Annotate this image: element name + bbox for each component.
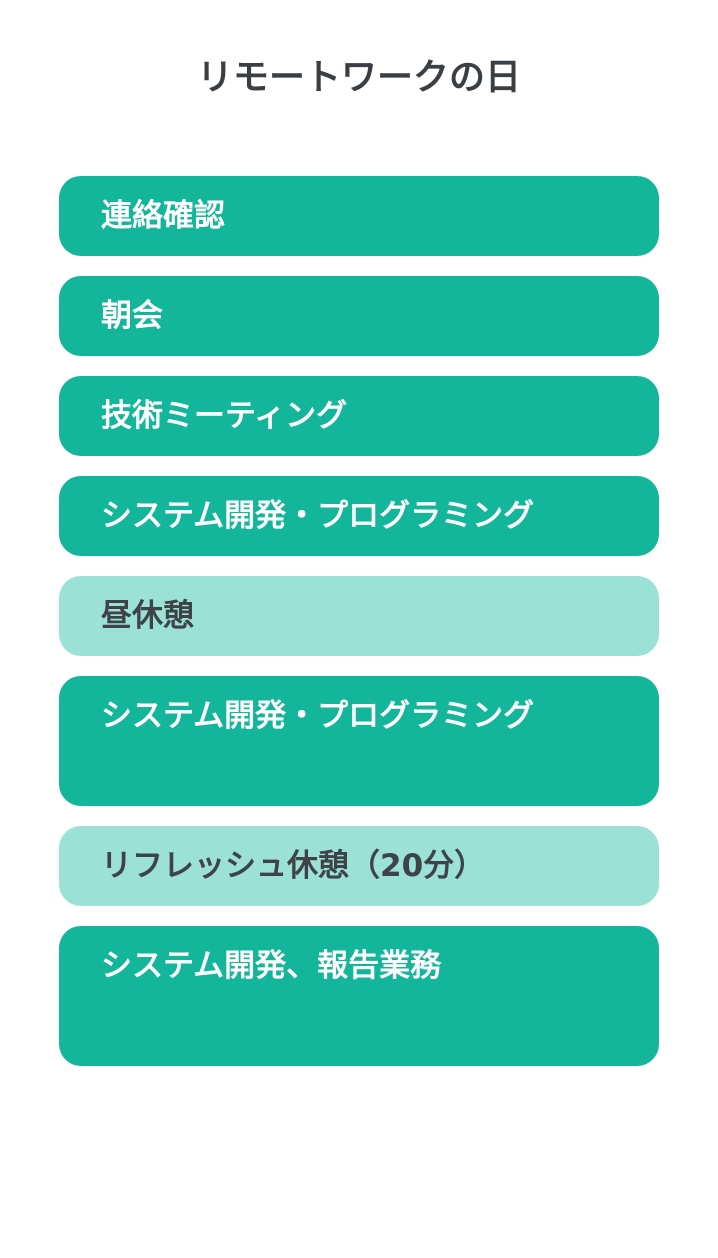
schedule-item-morning-meeting: 朝会 <box>59 276 659 356</box>
schedule-item-label: システム開発、報告業務 <box>101 948 442 984</box>
schedule-list: 連絡確認 朝会 技術ミーティング システム開発・プログラミング 昼休憩 システム… <box>59 176 659 1086</box>
schedule-item-label: 昼休憩 <box>101 598 194 634</box>
schedule-item-label: 連絡確認 <box>101 198 225 234</box>
schedule-item-label: リフレッシュ休憩（20分） <box>101 848 486 884</box>
schedule-item-label: 技術ミーティング <box>101 398 348 434</box>
page-title: リモートワークの日 <box>196 57 521 98</box>
schedule-item-development-report: システム開発、報告業務 <box>59 926 659 1066</box>
schedule-item-development-morning: システム開発・プログラミング <box>59 476 659 556</box>
schedule-item-label: システム開発・プログラミング <box>101 698 535 734</box>
schedule-item-refresh-break: リフレッシュ休憩（20分） <box>59 826 659 906</box>
schedule-item-lunch-break: 昼休憩 <box>59 576 659 656</box>
schedule-item-label: システム開発・プログラミング <box>101 498 535 534</box>
schedule-item-label: 朝会 <box>101 298 163 334</box>
schedule-item-contact-check: 連絡確認 <box>59 176 659 256</box>
schedule-item-development-afternoon: システム開発・プログラミング <box>59 676 659 806</box>
schedule-item-tech-meeting: 技術ミーティング <box>59 376 659 456</box>
